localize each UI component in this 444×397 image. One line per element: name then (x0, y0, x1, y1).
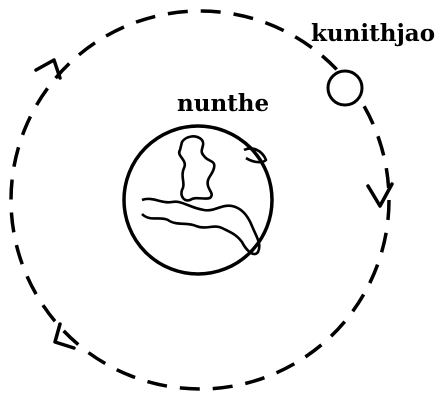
earth-icon (124, 126, 272, 274)
earth-label: nunthe (177, 92, 269, 115)
moon-icon (328, 71, 362, 105)
moon-label: kunithjao (311, 22, 435, 45)
